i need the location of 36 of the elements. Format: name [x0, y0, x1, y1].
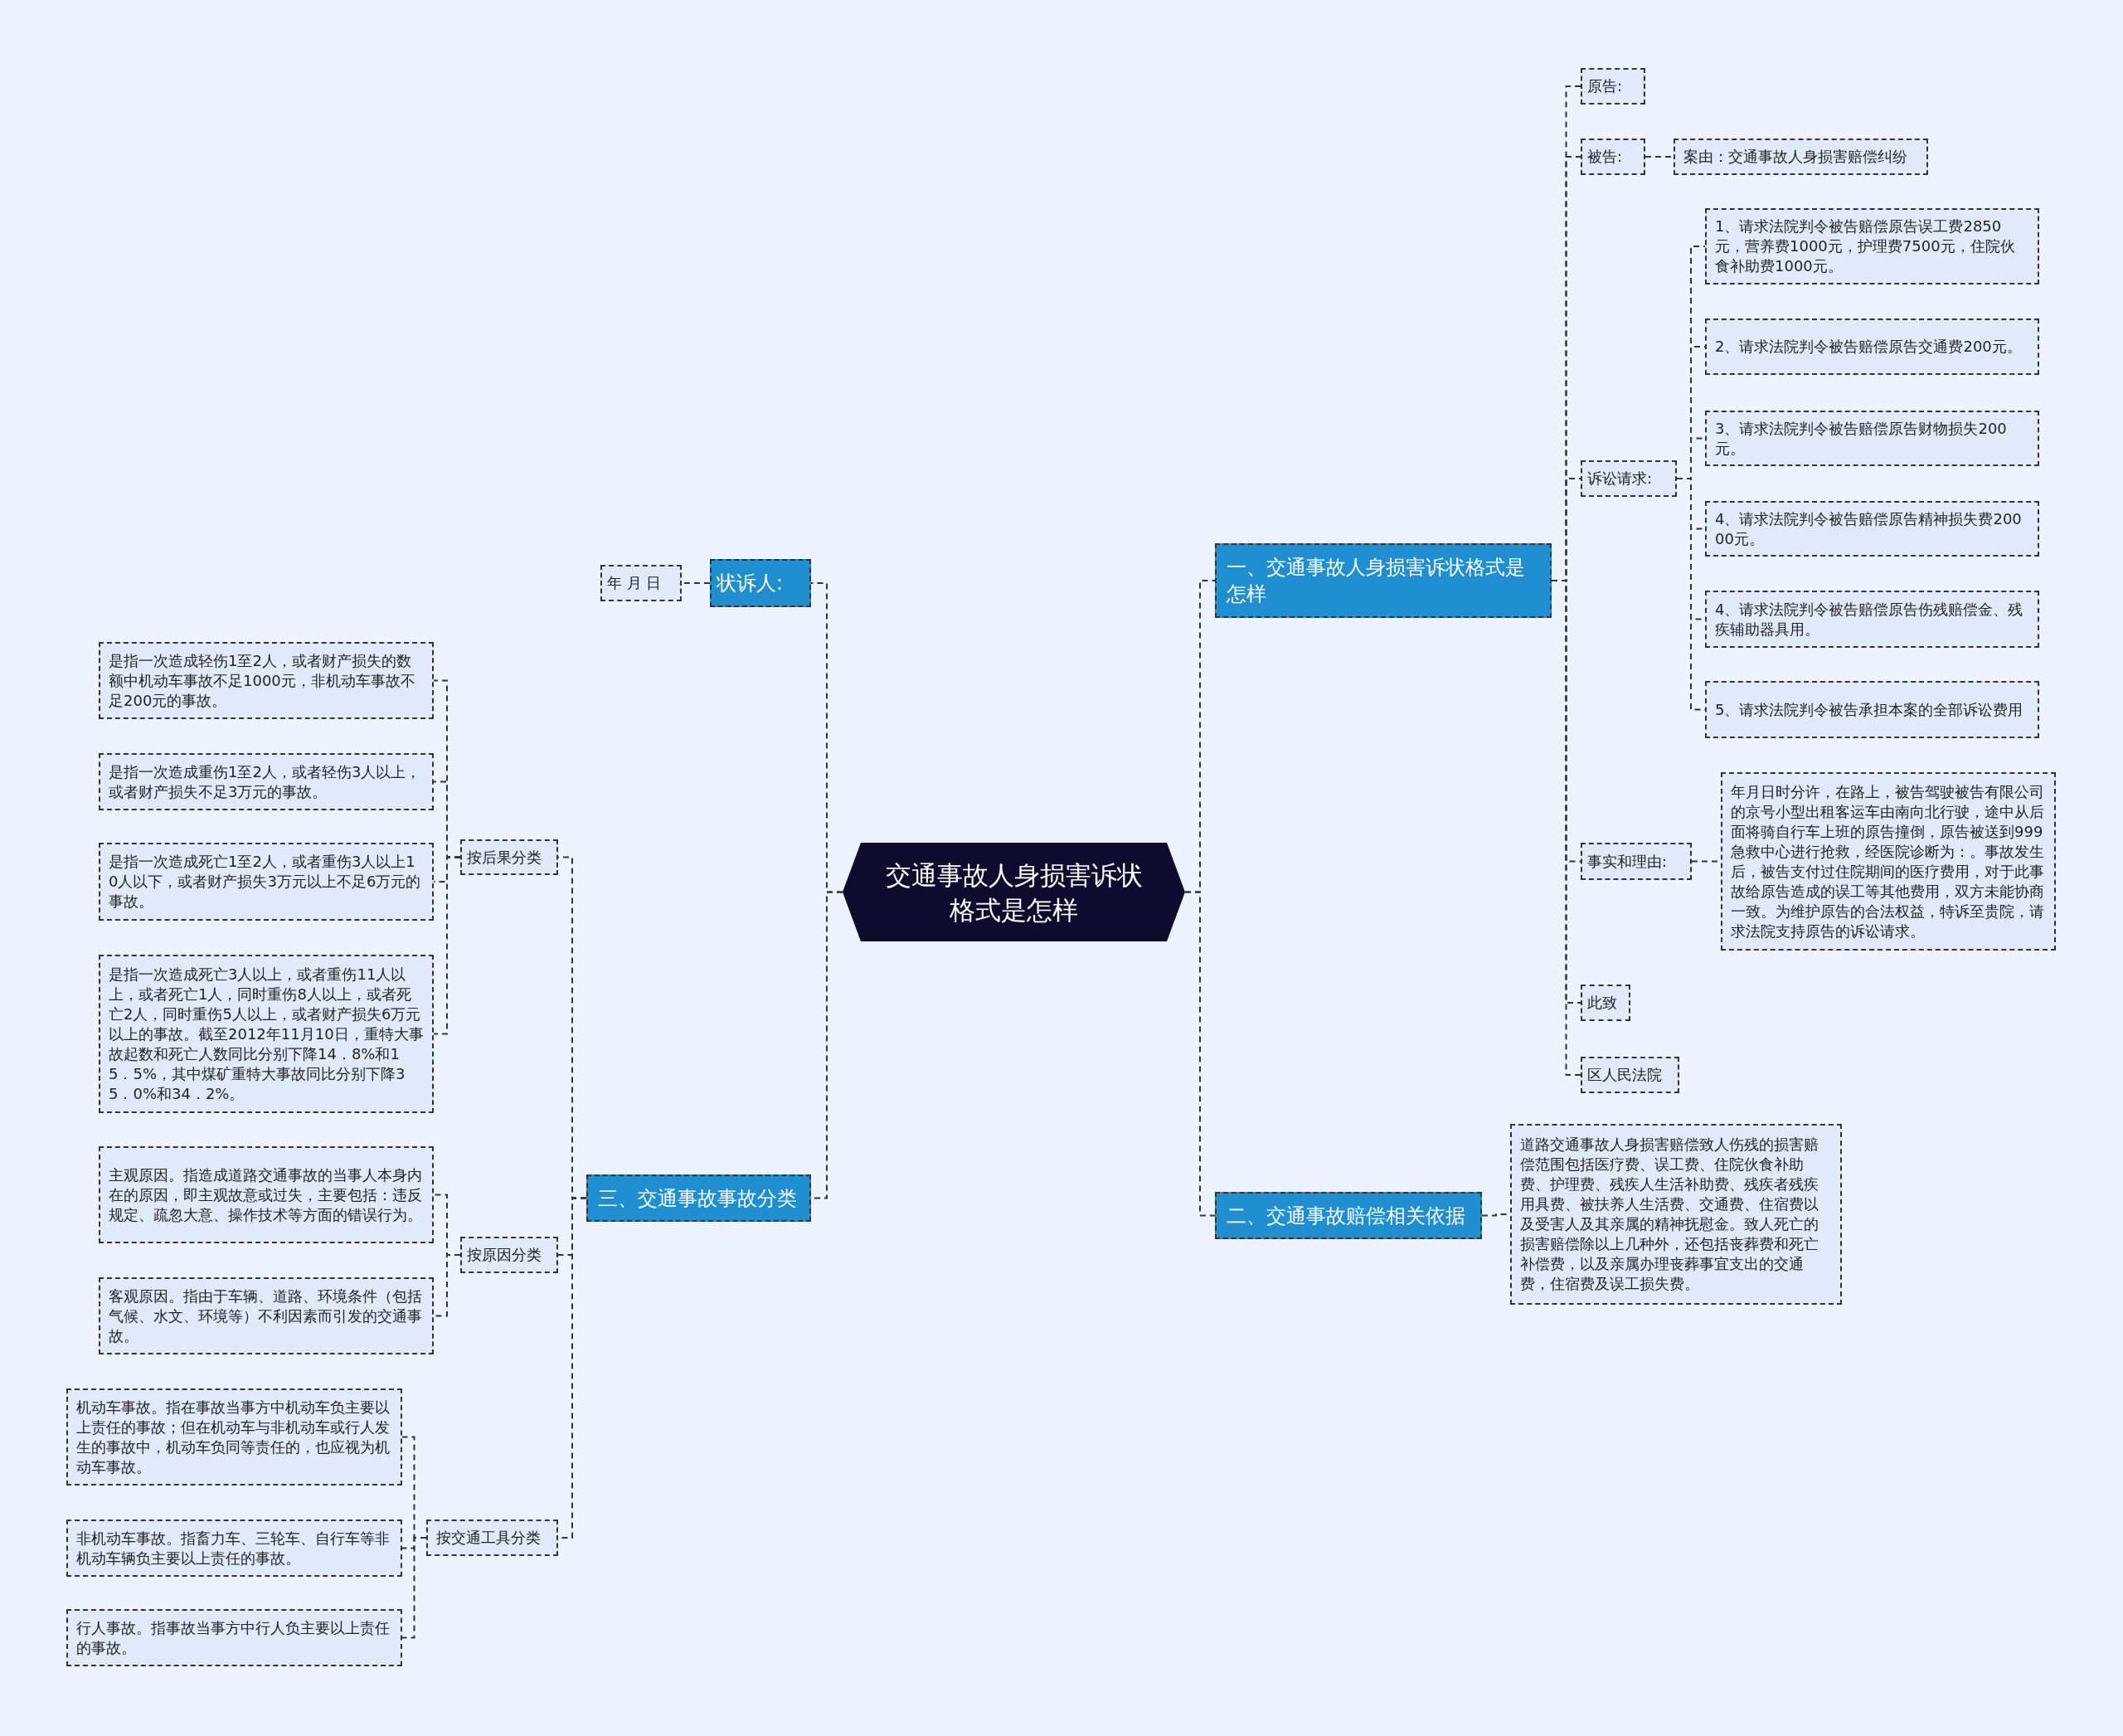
subtopic-box: 客观原因。指由于车辆、道路、环境条件（包括气候、水文、环境等）不利因素而引发的交通事故。 [99, 1277, 434, 1354]
subtopic-box: 区人民法院 [1581, 1057, 1679, 1093]
topic-box: 一、交通事故人身损害诉状格式是怎样 [1215, 543, 1552, 618]
subtopic-box: 被告: [1581, 139, 1645, 175]
subtopic-box: 原告: [1581, 68, 1645, 105]
subtopic-box: 按交通工具分类 [426, 1520, 558, 1556]
connector [401, 1537, 427, 1639]
connector [433, 856, 461, 1035]
subtopic-box: 是指一次造成重伤1至2人，或者轻伤3人以上，或者财产损失不足3万元的事故。 [99, 753, 434, 810]
topic-box: 三、交通事故事故分类 [586, 1174, 811, 1222]
topic-box: 二、交通事故赔偿相关依据 [1215, 1192, 1482, 1239]
subtopic-box: 案由：交通事故人身损害赔偿纠纷 [1674, 139, 1928, 175]
subtopic-box: 诉讼请求: [1581, 460, 1677, 497]
subtopic-box: 5、请求法院判令被告承担本案的全部诉讼费用 [1705, 681, 2039, 738]
subtopic-box: 3、请求法院判令被告赔偿原告财物损失200元。 [1705, 411, 2039, 466]
subtopic-box: 是指一次造成死亡1至2人，或者重伤3人以上10人以下，或者财产损失3万元以上不足6万元的事故。 [99, 843, 434, 921]
subtopic-box: 4、请求法院判令被告赔偿原告伤残赔偿金、残疾辅助器具用。 [1705, 591, 2039, 648]
subtopic-box: 是指一次造成轻伤1至2人，或者财产损失的数额中机动车事故不足1000元，非机动车事故不足200元的事故。 [99, 642, 434, 719]
subtopic-box: 行人事故。指事故当事方中行人负主要以上责任的事故。 [66, 1609, 402, 1666]
subtopic-box: 年月日时分许，在路上，被告驾驶被告有限公司的京号小型出租客运车由南向北行驶，途中从后面将骑自行车上班的原告撞倒，原告被送到999急救中心进行抢救，经医院诊断为：。事故发生后，被告支付过住院期间的医疗费用，对于此事故给原告造成的误工等其他费用，双方未能协商一致。为维护原告的合法权益，特诉至贵院，请求法院支持原告的诉讼请求。 [1721, 772, 2056, 951]
subtopic-box: 主观原因。指造成道路交通事故的当事人本身内在的原因，即主观故意或过失，主要包括：违反规定、疏忽大意、操作技术等方面的错误行为。 [99, 1146, 434, 1243]
topic-box: 状诉人: [710, 559, 811, 607]
subtopic-box: 按后果分类 [460, 839, 558, 875]
subtopic-box: 年 月 日 [600, 565, 682, 601]
central-topic: 交通事故人身损害诉状格式是怎样 [843, 843, 1185, 941]
subtopic-box: 4、请求法院判令被告赔偿原告精神损失费20000元。 [1705, 501, 2039, 557]
subtopic-box: 机动车事故。指在事故当事方中机动车负主要以上责任的事故；但在机动车与非机动车或行人发生的事故中，机动车负同等责任的，也应视为机动车事故。 [66, 1388, 402, 1486]
subtopic-box: 1、请求法院判令被告赔偿原告误工费2850元，营养费1000元，护理费7500元，住院伙食补助费1000元。 [1705, 208, 2039, 284]
subtopic-box: 此致 [1581, 985, 1630, 1021]
subtopic-box: 道路交通事故人身损害赔偿致人伤残的损害赔偿范围包括医疗费、误工费、住院伙食补助费、护理费、残疾人生活补助费、残疾者残疾用具费、被扶养人生活费、交通费、住宿费以及受害人及其亲属的精神抚慰金。致人死亡的损害赔偿除以上几种外，还包括丧葬费和死亡补偿费，以及亲属办理丧葬事宜支出的交通费，住宿费及误工损失费。 [1510, 1124, 1842, 1305]
subtopic-box: 非机动车事故。指畜力车、三轮车、自行车等非机动车辆负主要以上责任的事故。 [66, 1520, 402, 1577]
connector [1184, 891, 1216, 1217]
subtopic-box: 按原因分类 [460, 1237, 558, 1273]
subtopic-box: 2、请求法院判令被告赔偿原告交通费200元。 [1705, 319, 2039, 375]
subtopic-box: 是指一次造成死亡3人以上，或者重伤11人以上，或者死亡1人，同时重伤8人以上，或者死亡2人，同时重伤5人以上，或者财产损失6万元以上的事故。截至2012年11月10日，重特大事故起数和死亡人数同比分别下降14．8%和15．5%，其中煤矿重特大事故同比分别下降35．0%和34．2%。 [99, 955, 434, 1113]
subtopic-box: 事实和理由: [1581, 843, 1692, 880]
